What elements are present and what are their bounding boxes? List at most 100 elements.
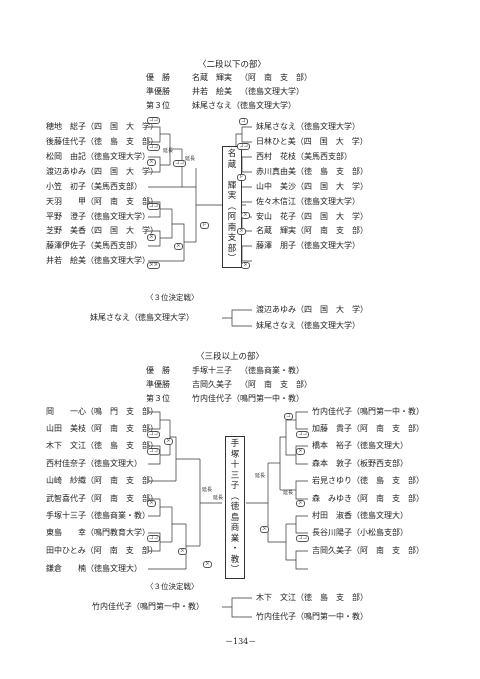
score-mark: ド	[237, 174, 246, 181]
player-entry: 安山 花子（四 国 大 学）	[256, 212, 368, 221]
extension-label: 延長	[255, 473, 266, 479]
score-mark: メ	[296, 500, 305, 507]
result-label: 優 勝	[146, 73, 170, 82]
player-entry: 東島 幸（鳴門教育大学）	[46, 528, 150, 537]
third-place-player: 木下 文江（徳 島 支 部）	[256, 593, 368, 602]
result-label: 第３位	[146, 394, 170, 403]
player-entry: 森 みゆき（阿 南 支 部）	[312, 494, 424, 503]
player-entry: 長谷川陽子（小松島支部）	[312, 528, 408, 537]
score-mark: ココ	[296, 535, 309, 542]
extension-label: 延長	[202, 487, 213, 493]
result-row: 優 勝 名蔵 輝実 （阿 南 支 部）	[146, 72, 312, 83]
result-label: 準優勝	[146, 380, 170, 389]
score-mark: ココ	[147, 144, 160, 151]
score-mark: ココ	[237, 143, 250, 150]
champion-box: 名蔵輝実︵阿南支部︶	[222, 146, 242, 268]
score-mark: ココ	[173, 160, 186, 167]
result-affiliation: 竹内佳代子（鳴門第一中・教）	[192, 394, 304, 403]
player-entry: 渡辺あゆみ（四 国 大 学）	[46, 167, 158, 176]
player-entry: 小笠 初子（美馬西支部）	[46, 182, 142, 191]
player-entry: 橋本 裕子（徳島文理大）	[312, 441, 408, 450]
player-entry: 竹内佳代子（鳴門第一中・教）	[312, 407, 424, 416]
result-row: 優 勝手塚十三子（徳島商業・教）	[146, 365, 304, 376]
score-mark: コ	[284, 413, 293, 420]
player-entry: 吉岡久美子（阿 南 支 部）	[312, 546, 424, 555]
player-entry: 平野 澄子（徳島文理大学）	[46, 212, 150, 221]
score-mark: ココ	[147, 535, 160, 542]
third-place-winner: 竹内佳代子（鳴門第一中・教）	[256, 612, 368, 621]
third-place-winner: 妹尾さなえ（徳島文理大学）	[256, 321, 360, 330]
section-heading: 〈三段以上の部〉	[196, 352, 265, 362]
result-row: 第３位 妹尾さなえ（徳島文理大学）	[146, 100, 296, 111]
player-entry: 松岡 由記（徳島文理大学）	[46, 152, 150, 161]
player-entry: 名蔵 輝実（阿 南 支 部）	[256, 226, 368, 235]
extension-label: 延長	[213, 495, 224, 501]
section-heading: 〈二段以下の部〉	[198, 60, 267, 70]
player-entry: 西村佳奈子（徳島文理大）	[46, 459, 142, 468]
score-mark: ココ	[147, 448, 160, 455]
result-row: 第３位 竹内佳代子（鳴門第一中・教）	[146, 393, 304, 404]
player-entry: 穂地 総子（四 国 大 学）	[46, 122, 158, 131]
score-mark: メ	[147, 500, 156, 507]
player-entry: 山田 美枝（阿 南 支 部）	[46, 424, 158, 433]
extension-label: 延長	[283, 490, 294, 496]
player-entry: 山中 美沙（四 国 大 学）	[256, 182, 368, 191]
score-mark: メ	[164, 438, 173, 445]
player-entry: 西村 花枝（美馬西支部）	[256, 152, 352, 161]
score-mark: メメ	[147, 262, 160, 269]
player-entry: 武智喜代子（阿 南 支 部）	[46, 494, 158, 503]
score-mark: ココ	[147, 203, 160, 210]
result-label: 第３位	[146, 101, 170, 110]
extension-label: 延長	[185, 156, 196, 162]
third-place-player: 竹内佳代子（鳴門第一中・教）	[92, 602, 204, 611]
extension-label: 延長	[163, 148, 174, 154]
score-mark: ココ	[147, 431, 160, 438]
player-entry: 天羽 甲（阿 南 支 部）	[46, 197, 158, 206]
score-mark: メ	[260, 526, 269, 533]
score-mark: ド	[200, 222, 209, 229]
player-entry: 村田 淑香（徳島文理大）	[312, 511, 408, 520]
player-entry: 木下 文江（徳 島 支 部）	[46, 441, 158, 450]
result-affiliation: 妹尾さなえ（徳島文理大学）	[192, 101, 296, 110]
result-name: 名蔵 輝実	[192, 73, 232, 82]
result-affiliation: （徳島商業・教）	[240, 366, 304, 375]
player-entry: 藤澤 朋子（徳島文理大学）	[256, 241, 360, 250]
third-place-player: 渡辺あゆみ（四 国 大 学）	[256, 305, 368, 314]
result-label: 準優勝	[146, 87, 170, 96]
player-entry: 日林ひと美（四 国 大 学）	[256, 137, 368, 146]
score-mark: ココ	[147, 117, 160, 124]
result-row: 準優勝井若 絵美（徳島文理大学）	[146, 86, 304, 97]
result-name: 手塚十三子	[192, 366, 232, 375]
player-entry: 田中ひとみ（阿 南 支 部）	[46, 546, 158, 555]
score-mark: メ	[147, 159, 156, 166]
score-mark: メ	[237, 228, 246, 235]
player-entry: 森本 敦子（板野西支部）	[312, 459, 408, 468]
score-mark: メ	[178, 548, 187, 555]
result-affiliation: （徳島文理大学）	[240, 87, 304, 96]
player-entry: 佐々木信江（徳島文理大学）	[256, 197, 360, 206]
player-entry: 山崎 紗織（阿 南 支 部）	[46, 476, 158, 485]
result-affiliation: （阿 南 支 部）	[240, 380, 312, 389]
player-entry: 鎌倉 楠（徳島文理大）	[46, 564, 142, 573]
result-name: 吉岡久美子	[192, 380, 232, 389]
player-entry: 岩見さゆり（徳 島 支 部）	[312, 476, 424, 485]
third-place-heading: 〈３位決定戦〉	[146, 293, 199, 302]
player-entry: 藤澤伊佐子（美馬西支部）	[46, 241, 142, 250]
player-entry: 井若 絵美（徳島文理大学）	[46, 256, 150, 265]
result-row: 準優勝 吉岡久美子 （阿 南 支 部）	[146, 379, 312, 390]
champion-box: 手塚十三子︵徳島商業・教︶	[225, 436, 245, 579]
player-entry: 加藤 貴子（阿 南 支 部）	[312, 424, 424, 433]
player-entry: 赤川真由美（徳 島 支 部）	[256, 167, 368, 176]
player-entry: 後藤佳代子（徳 島 支 部）	[46, 137, 158, 146]
player-entry: 芝野 美香（四 国 大 学）	[46, 226, 158, 235]
score-mark: ココ	[296, 431, 309, 438]
score-mark: メ	[203, 561, 212, 568]
player-entry: 岡 一心（鳴 門 支 部）	[46, 407, 158, 416]
score-mark: メ	[241, 262, 250, 269]
score-mark: メ	[296, 448, 305, 455]
player-entry: 手塚十三子（徳島商業・教）	[46, 511, 150, 520]
score-mark: メ	[147, 234, 156, 241]
score-mark: メ	[241, 212, 250, 219]
result-affiliation: （阿 南 支 部）	[240, 73, 312, 82]
third-place-heading: 〈３位決定戦〉	[146, 582, 199, 591]
